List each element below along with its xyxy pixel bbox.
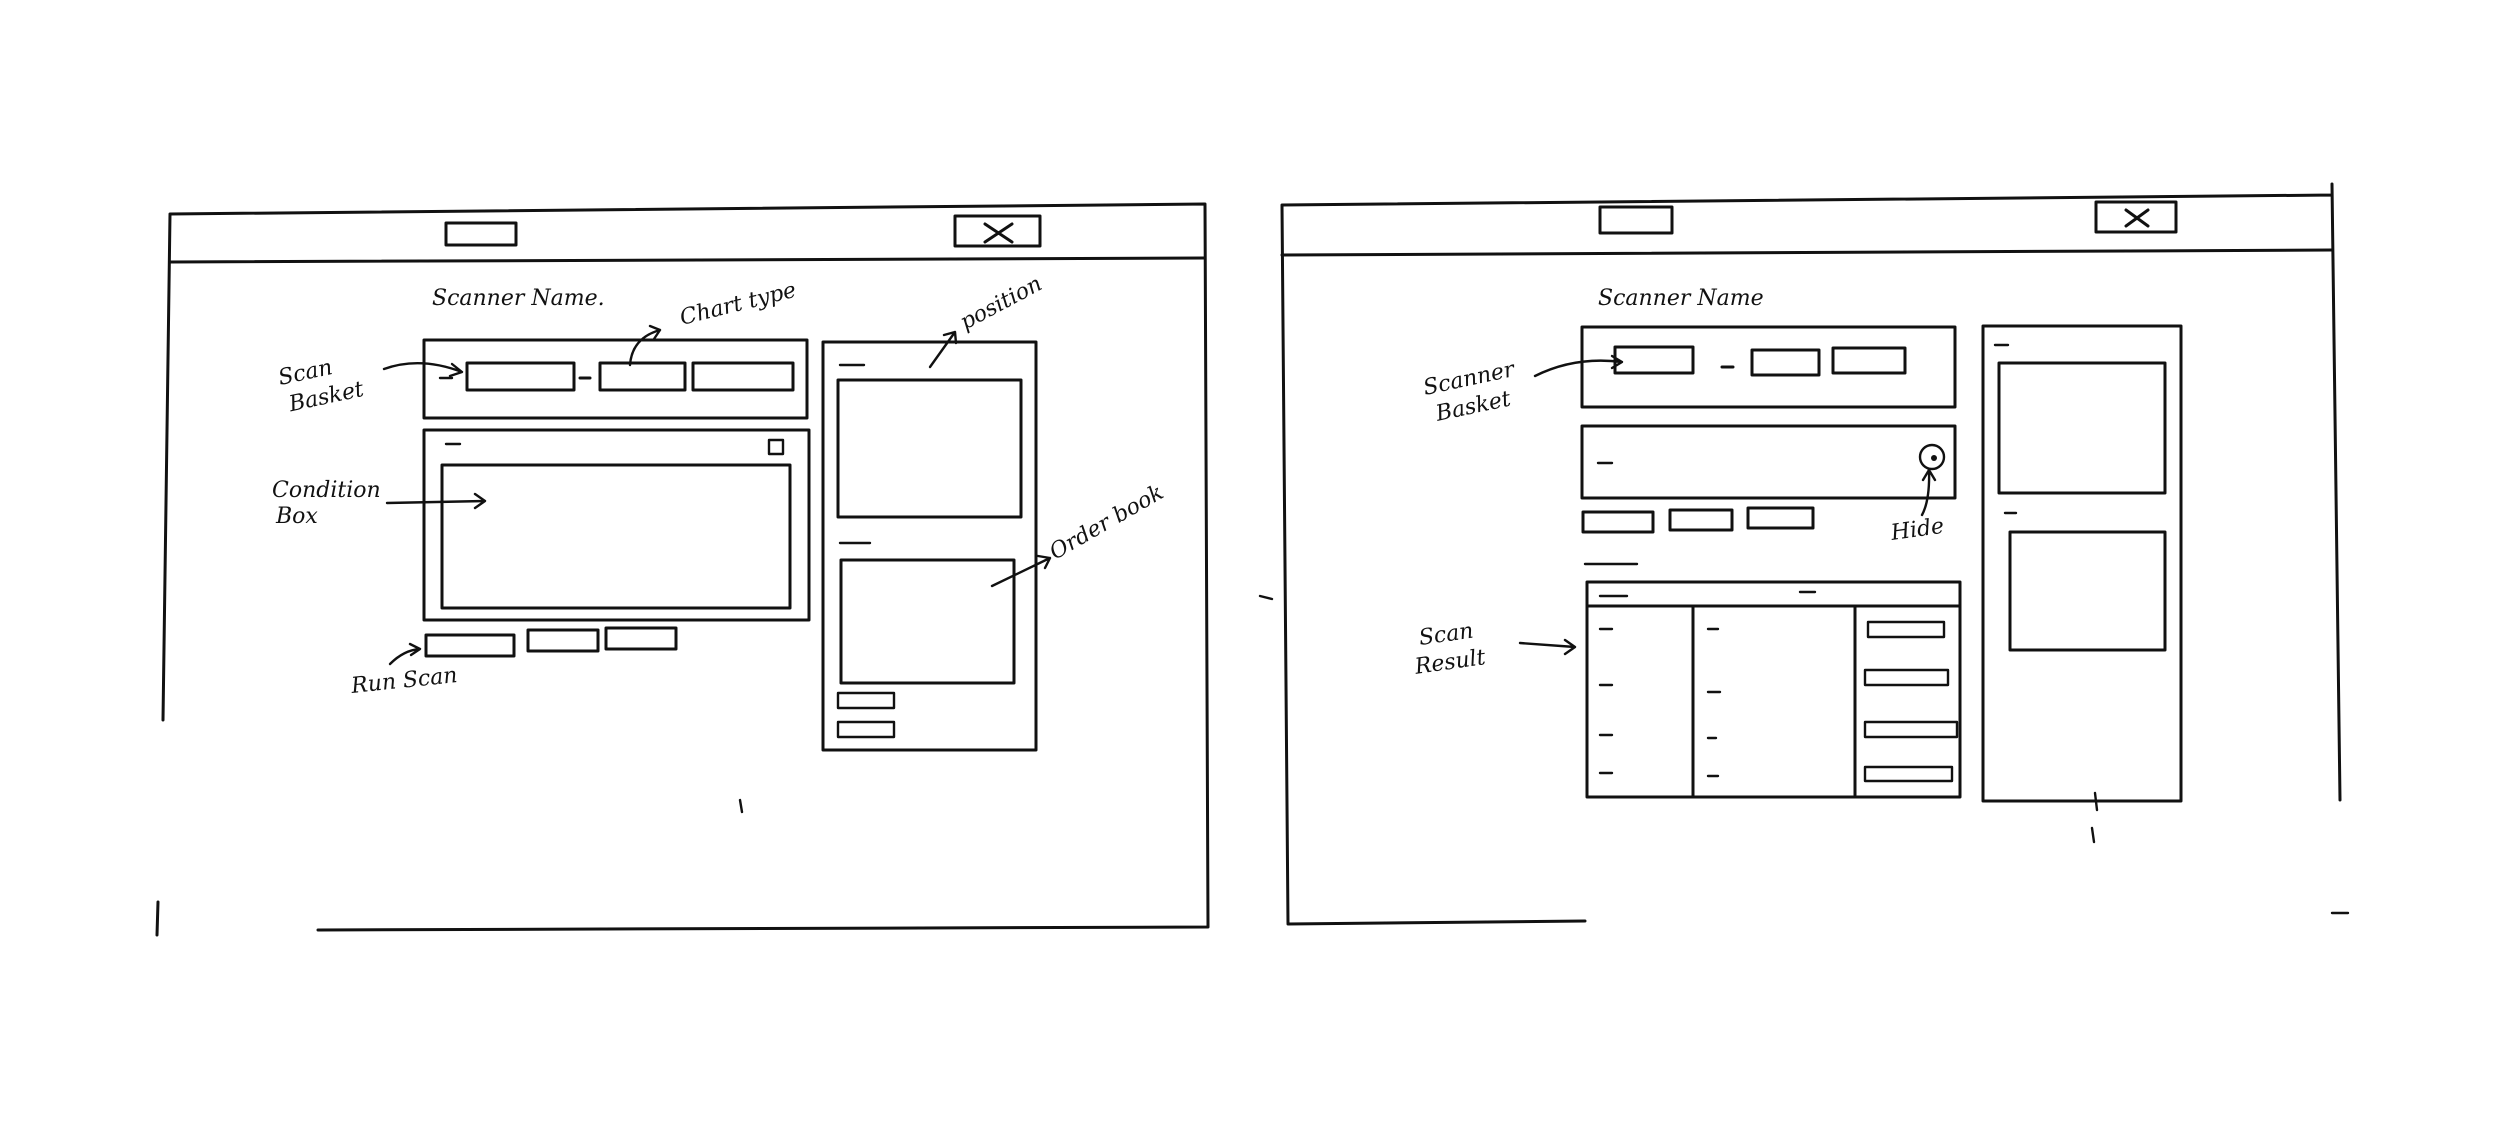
right-table-cell-dashes: [1598, 627, 1722, 778]
left-title-bar-tab: [444, 221, 518, 247]
close-icon: [2124, 208, 2150, 228]
right-position-box: [1997, 361, 2167, 495]
left-side-panel: [821, 340, 1038, 752]
left-condition-checkbox[interactable]: [767, 438, 785, 456]
right-title-bar-divider: [1280, 248, 2334, 257]
left-condition-textarea[interactable]: [440, 463, 792, 610]
right-table-row-button-1[interactable]: [1866, 620, 1946, 639]
label-position: position: [956, 271, 1046, 335]
right-table-row-button-2[interactable]: [1863, 668, 1950, 687]
arrow-run-scan: [388, 642, 422, 666]
label-condition-box: Condition Box: [272, 478, 388, 529]
arrow-chart-type: [628, 324, 662, 367]
hide-toggle-dot: [1931, 455, 1937, 461]
right-table-row-button-4[interactable]: [1863, 765, 1954, 783]
label-scan-basket: Scan Basket: [276, 350, 366, 419]
left-basket-input-3[interactable]: [691, 361, 795, 392]
left-condition-panel: [422, 428, 811, 622]
left-close-button[interactable]: [953, 214, 1042, 248]
left-basket-input-2[interactable]: [598, 361, 687, 392]
right-run-scan-button[interactable]: [1581, 510, 1655, 534]
label-scanner-basket: Scanner Basket: [1421, 356, 1529, 429]
right-condition-bar: [1580, 424, 1957, 500]
left-panel-button-2[interactable]: [836, 720, 896, 739]
hide-toggle-icon[interactable]: [1918, 443, 1946, 471]
left-run-scan-button[interactable]: [424, 633, 516, 658]
left-scanner-name: Scanner Name.: [432, 286, 605, 311]
arrow-position: [928, 330, 958, 369]
left-position-box: [836, 378, 1023, 519]
left-action-button-3[interactable]: [604, 626, 678, 651]
label-hide: Hide: [1888, 514, 1945, 546]
left-action-button-2[interactable]: [526, 628, 600, 653]
left-title-bar-divider: [168, 256, 1207, 264]
left-basket-input-1[interactable]: [465, 361, 576, 392]
right-basket-input-2[interactable]: [1750, 348, 1821, 377]
right-scanner-name: Scanner Name: [1598, 286, 1764, 311]
right-scanner-basket-box: [1580, 325, 1957, 409]
right-scan-result-table: [1585, 580, 1962, 799]
arrow-scan-result: [1518, 638, 1577, 656]
right-wireframe: Scanner Name: [1280, 182, 2342, 926]
right-basket-input-3[interactable]: [1831, 346, 1907, 375]
stray-marks: [738, 594, 2350, 915]
left-wireframe: Scanner Name. Scan: [155, 202, 1210, 937]
arrow-condition-box: [385, 492, 487, 510]
right-side-panel: [1981, 324, 2183, 803]
right-order-book-box: [2008, 530, 2167, 652]
left-order-book-box: [839, 558, 1016, 685]
label-run-scan: Run Scan: [349, 663, 459, 699]
arrow-scan-basket: [382, 362, 464, 378]
right-basket-input-1[interactable]: [1613, 345, 1695, 375]
left-panel-button-1[interactable]: [836, 691, 896, 710]
label-order-book: Order book: [1046, 480, 1169, 565]
close-icon: [983, 222, 1014, 244]
arrow-scanner-basket: [1533, 354, 1624, 378]
right-window-frame: [1280, 182, 2342, 926]
right-title-bar-tab: [1598, 205, 1674, 235]
arrow-hide: [1920, 468, 1937, 517]
left-scan-basket-box: [422, 338, 809, 420]
arrow-order-book: [990, 554, 1052, 588]
label-chart-type: Chart type: [677, 278, 798, 331]
right-action-button-2[interactable]: [1668, 508, 1734, 532]
label-scan-result: Scan Result: [1408, 617, 1487, 680]
right-table-row-button-3[interactable]: [1863, 720, 1959, 739]
left-window-frame: [155, 202, 1210, 937]
right-action-button-3[interactable]: [1746, 506, 1815, 530]
right-close-button[interactable]: [2094, 200, 2178, 234]
